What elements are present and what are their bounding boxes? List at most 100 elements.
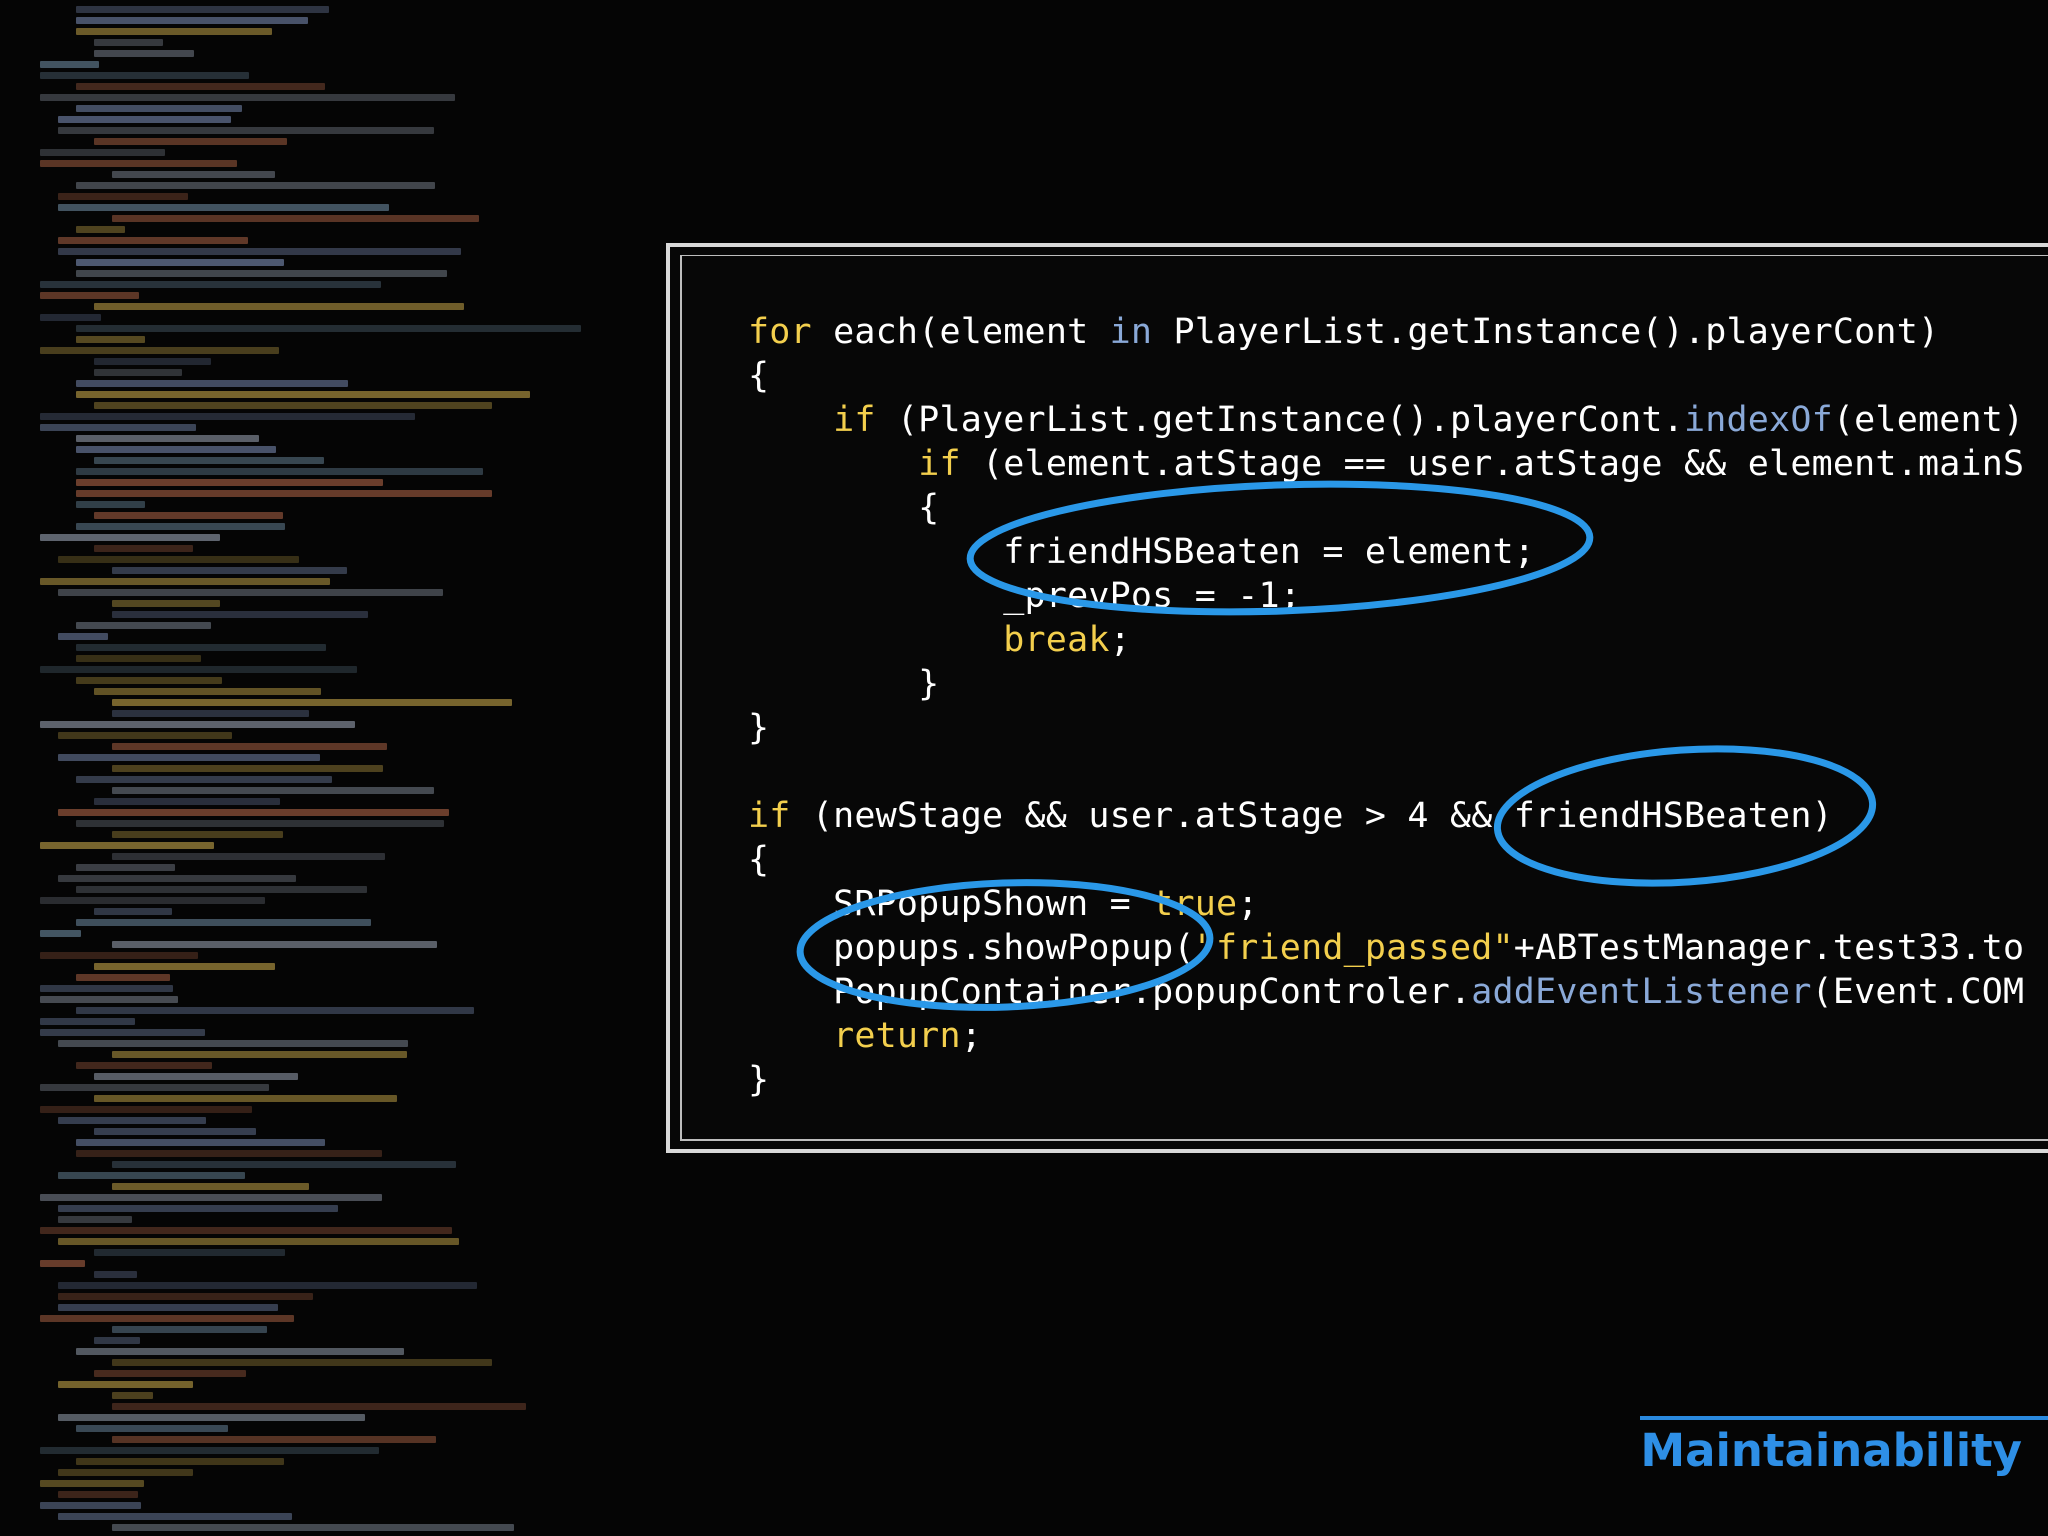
background-code-line — [40, 1106, 253, 1113]
code-line: } — [748, 706, 769, 750]
background-code-line — [94, 545, 193, 552]
code-line: if (element.atStage == user.atStage && e… — [748, 442, 2024, 486]
code-line: SRPopupShown = true; — [748, 882, 1259, 926]
background-code-line — [112, 743, 388, 750]
code-line: if (newStage && user.atStage > 4 && frie… — [748, 794, 1833, 838]
background-code-line — [112, 171, 276, 178]
background-code-line — [58, 589, 443, 596]
background-code-line — [94, 39, 164, 46]
background-code-line — [40, 985, 174, 992]
background-code-line — [40, 578, 330, 585]
code-token: (element) — [1832, 400, 2025, 440]
code-token: (element.atStage == user.atStage && elem… — [960, 444, 2025, 484]
background-code-line — [40, 424, 196, 431]
background-code-line — [94, 369, 183, 376]
background-code-line — [40, 721, 356, 728]
code-token: { — [748, 488, 940, 528]
background-code-line — [112, 567, 348, 574]
background-code-line — [76, 1139, 325, 1146]
code-token: PlayerList.getInstance().playerCont) — [1152, 312, 1940, 352]
background-code-line — [58, 116, 232, 123]
code-token: SRPopupShown = — [748, 884, 1153, 924]
code-snippet-panel: for each(element in PlayerList.getInstan… — [666, 243, 2048, 1153]
background-code-line — [40, 1502, 142, 1509]
background-code-line — [76, 1062, 212, 1069]
background-code-line — [40, 1315, 295, 1322]
background-code-line — [58, 1117, 206, 1124]
background-code-line — [40, 61, 100, 68]
background-code-line — [94, 1095, 398, 1102]
background-code-line — [58, 237, 248, 244]
topic-label: Maintainability — [1640, 1424, 2022, 1477]
background-code-line — [40, 1447, 380, 1454]
background-code-line — [40, 1194, 383, 1201]
background-code-line — [94, 457, 324, 464]
background-code-line — [58, 127, 434, 134]
background-code-line — [40, 952, 198, 959]
background-code-line — [58, 633, 109, 640]
background-code-line — [40, 666, 357, 673]
background-code-line — [94, 512, 283, 519]
code-token: ; — [1109, 620, 1131, 660]
background-code-line — [94, 1370, 247, 1377]
background-code-line — [40, 347, 280, 354]
code-token: if — [833, 400, 876, 440]
code-token: if — [918, 444, 961, 484]
background-code-line — [58, 1293, 313, 1300]
code-token: addEventListener — [1471, 972, 1812, 1012]
code-line: } — [748, 1058, 769, 1102]
code-token — [748, 400, 833, 440]
background-code-line — [76, 380, 349, 387]
background-code-line — [58, 204, 390, 211]
background-code-line — [112, 1392, 153, 1399]
background-code-line — [94, 1249, 285, 1256]
code-token: (PlayerList.getInstance().playerCont. — [875, 400, 1684, 440]
background-code-line — [58, 1491, 138, 1498]
background-code-listing — [40, 6, 640, 1536]
code-token: } — [748, 664, 940, 704]
code-token — [748, 620, 1003, 660]
code-line: PopupContainer.popupControler.addEventLi… — [748, 970, 2024, 1014]
code-token: PopupContainer.popupControler. — [748, 972, 1472, 1012]
background-code-line — [58, 1381, 193, 1388]
code-token: each(element — [811, 312, 1110, 352]
background-code-line — [94, 1128, 256, 1135]
code-line: popups.showPopup("friend_passed"+ABTestM… — [748, 926, 2024, 970]
background-code-line — [76, 776, 332, 783]
background-code-line — [76, 523, 285, 530]
background-code-line — [76, 677, 223, 684]
background-code-line — [112, 1051, 408, 1058]
background-code-line — [76, 622, 212, 629]
code-token: break — [1003, 620, 1110, 660]
code-token: (Event.COM — [1811, 972, 2025, 1012]
background-code-line — [40, 1029, 205, 1036]
background-code-line — [112, 215, 479, 222]
code-token: if — [748, 796, 791, 836]
code-token: indexOf — [1683, 400, 1833, 440]
code-line: for each(element in PlayerList.getInstan… — [748, 310, 1939, 354]
code-token — [748, 1016, 833, 1056]
background-code-line — [58, 809, 449, 816]
background-code-line — [112, 941, 438, 948]
background-code-line — [40, 314, 101, 321]
code-token: { — [748, 840, 770, 880]
background-code-line — [94, 402, 492, 409]
background-code-line — [76, 820, 445, 827]
code-token: return — [833, 1016, 961, 1056]
background-code-line — [94, 798, 280, 805]
background-code-line — [76, 435, 260, 442]
background-code-line — [58, 1238, 459, 1245]
code-line: { — [748, 838, 769, 882]
background-code-line — [58, 556, 299, 563]
background-code-line — [58, 193, 188, 200]
background-code-line — [58, 754, 321, 761]
background-code-line — [40, 842, 214, 849]
background-code-line — [94, 1271, 137, 1278]
background-code-line — [40, 413, 415, 420]
background-code-line — [112, 611, 368, 618]
code-token: friendHSBeaten = element; — [748, 532, 1536, 572]
code-token: (newStage && user.atStage > 4 && friendH… — [790, 796, 1833, 836]
background-code-line — [58, 1282, 478, 1289]
background-code-line — [40, 930, 82, 937]
background-code-line — [112, 600, 220, 607]
